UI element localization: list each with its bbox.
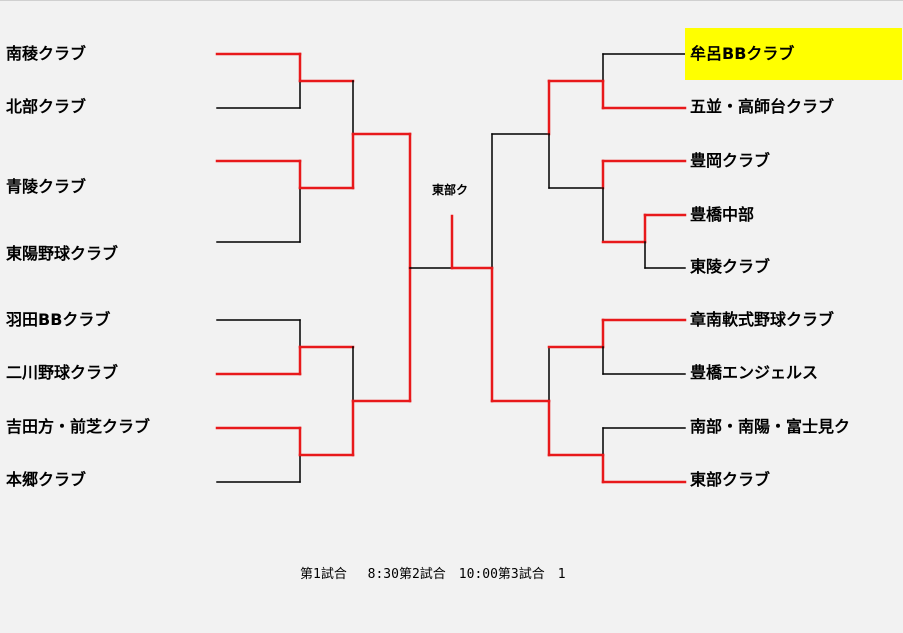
left-team-5: 羽田BBクラブ xyxy=(6,310,111,329)
right-team-5: 東陵クラブ xyxy=(690,257,771,276)
left-team-1: 南稜クラブ xyxy=(6,44,87,63)
right-team-9: 東部クラブ xyxy=(690,470,771,489)
right-team-6: 章南軟式野球クラブ xyxy=(690,310,835,329)
schedule-text: 第1試合 8:30第2試合 10:00第3試合 1 xyxy=(300,567,566,582)
highlight-box xyxy=(685,28,902,80)
right-team-8: 南部・南陽・富士見ク xyxy=(690,417,851,436)
right-team-2: 五並・高師台クラブ xyxy=(690,97,835,116)
right-team-4: 豊橋中部 xyxy=(690,205,755,224)
right-team-1: 牟呂BBクラブ xyxy=(690,44,795,63)
left-team-6: 二川野球クラブ xyxy=(6,363,119,382)
left-team-3: 青陵クラブ xyxy=(6,177,87,196)
right-team-3: 豊岡クラブ xyxy=(690,151,771,170)
left-team-8: 本郷クラブ xyxy=(6,470,87,489)
left-team-7: 吉田方・前芝クラブ xyxy=(6,417,151,436)
left-team-4: 東陽野球クラブ xyxy=(6,244,119,263)
champion-label: 東部ク xyxy=(432,183,469,197)
right-team-7: 豊橋エンジェルス xyxy=(690,363,819,382)
left-team-2: 北部クラブ xyxy=(6,97,87,116)
